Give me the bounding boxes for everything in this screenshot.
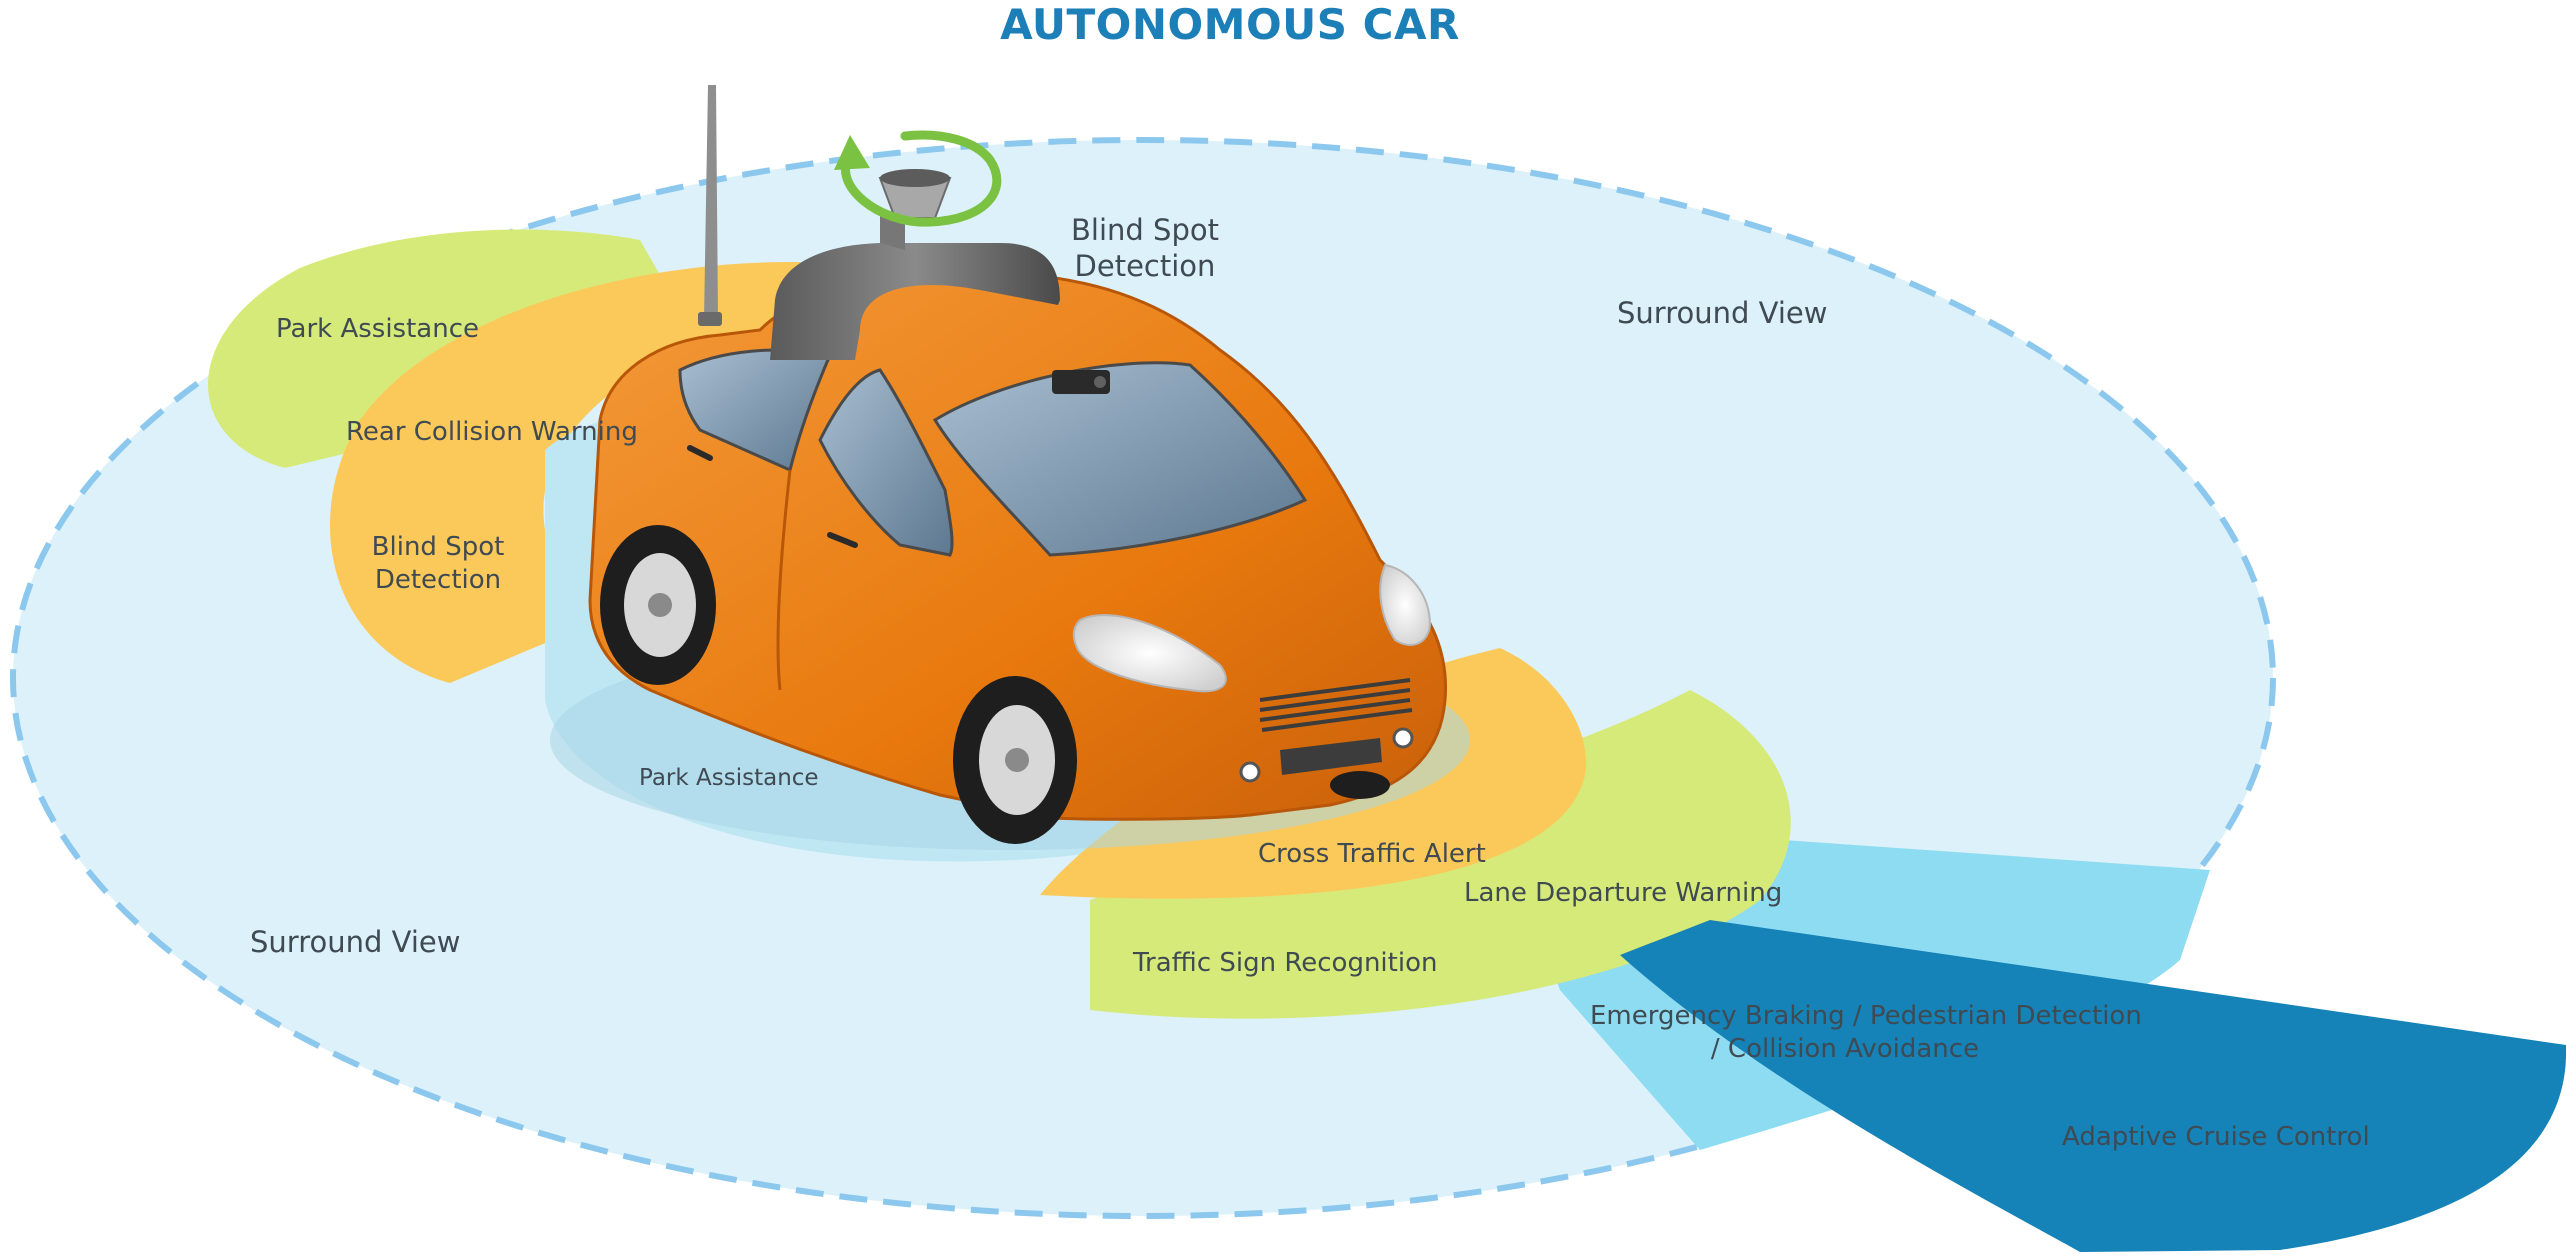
side-window-rear — [678, 348, 833, 473]
rear-wheel — [600, 525, 716, 685]
label-traffic-sign-recognition: Traffic Sign Recognition — [1133, 948, 1438, 978]
fog-light-left — [1239, 761, 1261, 783]
door-line — [776, 469, 792, 691]
front-grille — [1259, 678, 1413, 732]
door-handle-front — [827, 532, 858, 548]
front-wheel — [953, 676, 1077, 844]
label-emergency-braking-line1: Emergency Braking / Pedestrian Detection — [1590, 1001, 2142, 1031]
fog-light-right — [1392, 727, 1414, 749]
camera-lens — [1094, 376, 1106, 388]
rear-park-assistance-zone — [208, 229, 660, 468]
page-title: AUTONOMOUS CAR — [1000, 0, 1460, 49]
label-rear-collision-warning: Rear Collision Warning — [346, 417, 638, 447]
label-blind-spot-rear-line2: Detection — [374, 564, 502, 595]
label-park-assistance-front: Park Assistance — [639, 765, 819, 791]
lower-grille — [1280, 738, 1382, 775]
label-adaptive-cruise-control: Adaptive Cruise Control — [2062, 1122, 2370, 1152]
label-park-assistance-rear: Park Assistance — [276, 314, 479, 344]
rotation-arrow-icon — [841, 130, 1002, 227]
front-camera — [1052, 370, 1110, 394]
label-surround-view-left: Surround View — [250, 925, 461, 959]
antenna-base — [698, 312, 722, 326]
label-blind-spot-top-line2: Detection — [1074, 249, 1216, 284]
headlight-left — [1072, 614, 1227, 693]
label-blind-spot-rear: Blind Spot Detection — [368, 531, 508, 596]
label-emergency-braking-line2: / Collision Avoidance — [1710, 1033, 1980, 1064]
rear-collision-zone — [330, 261, 820, 683]
label-surround-view-right: Surround View — [1617, 296, 1828, 330]
antenna — [704, 85, 718, 320]
label-blind-spot-top: Blind Spot Detection — [1055, 212, 1235, 285]
headlight-right — [1379, 563, 1432, 646]
side-window-front — [818, 368, 954, 557]
lidar-mount-arm — [880, 215, 905, 250]
lidar-top — [880, 169, 950, 187]
door-handle-rear — [687, 445, 713, 461]
label-blind-spot-rear-line1: Blind Spot — [371, 532, 505, 562]
label-lane-departure-warning: Lane Departure Warning — [1464, 878, 1783, 908]
windshield — [932, 361, 1308, 557]
label-cross-traffic-alert: Cross Traffic Alert — [1258, 839, 1486, 869]
label-blind-spot-top-line1: Blind Spot — [1071, 213, 1219, 247]
front-wheel-right — [1330, 771, 1390, 799]
adaptive-cruise-control-zone — [1620, 920, 2566, 1252]
label-emergency-braking: Emergency Braking / Pedestrian Detection… — [1590, 1000, 2142, 1065]
roof-mount — [770, 243, 1060, 360]
rotation-arrowhead-icon — [834, 135, 870, 170]
